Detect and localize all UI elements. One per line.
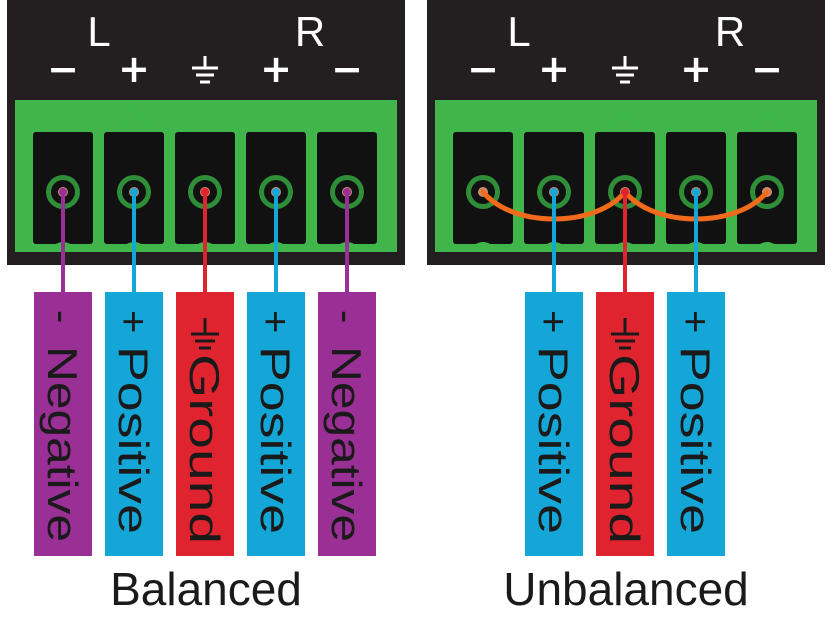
strip-label: Ground	[601, 354, 648, 544]
unbalanced-caption: Unbalanced	[503, 563, 749, 615]
pin-ground-symbol	[612, 56, 638, 84]
label-text-group: + Positive	[252, 310, 299, 534]
strip-symbol: +	[253, 310, 297, 333]
label-strip-positive	[105, 292, 163, 556]
wire-end	[130, 188, 138, 196]
slot-tab	[45, 110, 81, 132]
label-text-group: Ground	[601, 318, 648, 544]
label-text-group: Ground	[181, 318, 228, 544]
pin-symbol-4: −	[751, 47, 783, 91]
label-strip-ground	[176, 292, 234, 556]
strip-label: Positive	[252, 346, 299, 534]
label-strip-negative	[34, 292, 92, 556]
strip-ground-icon	[611, 318, 639, 350]
wire-end	[343, 188, 351, 196]
pin-symbol-3: +	[680, 47, 712, 91]
slot-tab	[536, 110, 572, 132]
slot-tab	[329, 110, 365, 132]
wire-positive: + Positive	[247, 188, 305, 556]
wire-ground: Ground	[176, 188, 234, 556]
channel-left-label: L	[87, 8, 110, 55]
slot-tab	[258, 110, 294, 132]
strip-symbol: +	[531, 310, 575, 333]
label-strip-negative	[318, 292, 376, 556]
wire-end	[550, 188, 558, 196]
wire-negative: - Negative	[34, 188, 92, 556]
slot-tab	[465, 110, 501, 132]
strip-symbol: +	[673, 310, 717, 333]
label-strip-positive	[667, 292, 725, 556]
label-text-group: + Positive	[110, 310, 157, 534]
strip-symbol: -	[40, 310, 84, 323]
wire-ground: Ground	[596, 188, 654, 556]
pin-symbol-1: +	[118, 47, 150, 91]
channel-right-label: R	[295, 8, 325, 55]
wire-end	[692, 188, 700, 196]
strip-label: Positive	[110, 346, 157, 534]
wire-negative: - Negative	[318, 188, 376, 556]
strip-label: Negative	[39, 346, 86, 542]
balanced-caption: Balanced	[110, 563, 302, 615]
wire-end	[201, 188, 209, 196]
label-strip-ground	[596, 292, 654, 556]
slot-foot	[751, 242, 783, 252]
slot-tab	[749, 110, 785, 132]
pin-ground-symbol	[192, 56, 218, 84]
strip-label: Ground	[181, 354, 228, 544]
wire-end	[272, 188, 280, 196]
wire-end	[59, 188, 67, 196]
slot-foot	[467, 242, 499, 252]
pin-symbol-0: −	[467, 47, 499, 91]
strip-symbol: -	[324, 310, 368, 323]
slot-tab	[607, 110, 643, 132]
channel-left-label: L	[507, 8, 530, 55]
wire-end	[621, 188, 629, 196]
channel-right-label: R	[715, 8, 745, 55]
pin-symbol-0: −	[47, 47, 79, 91]
label-text-group: + Positive	[530, 310, 577, 534]
label-text-group: - Negative	[323, 310, 370, 542]
pin-symbol-3: +	[260, 47, 292, 91]
label-strip-positive	[525, 292, 583, 556]
label-text-group: + Positive	[672, 310, 719, 534]
wire-positive: + Positive	[105, 188, 163, 556]
label-text-group: - Negative	[39, 310, 86, 542]
pin-symbol-1: +	[538, 47, 570, 91]
slot-tab	[678, 110, 714, 132]
strip-label: Positive	[530, 346, 577, 534]
slot-tab	[116, 110, 152, 132]
strip-symbol: +	[111, 310, 155, 333]
pin-symbol-4: −	[331, 47, 363, 91]
strip-label: Negative	[323, 346, 370, 542]
strip-label: Positive	[672, 346, 719, 534]
slot-tab	[187, 110, 223, 132]
wire-positive: + Positive	[525, 188, 583, 556]
wire-positive: + Positive	[667, 188, 725, 556]
label-strip-positive	[247, 292, 305, 556]
strip-ground-icon	[191, 318, 219, 350]
